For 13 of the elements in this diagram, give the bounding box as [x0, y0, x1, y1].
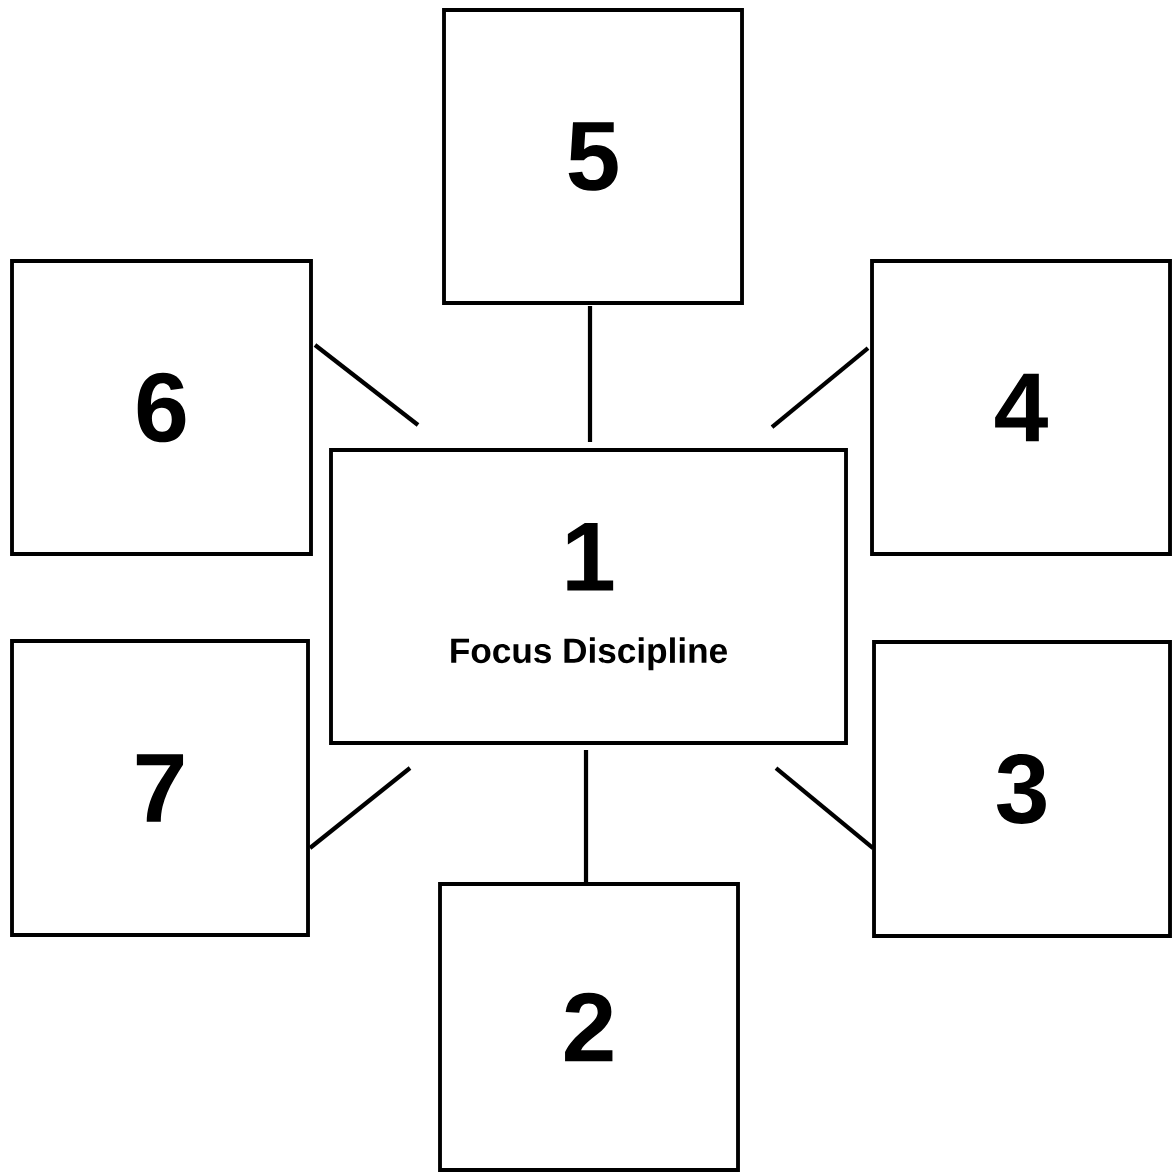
- connector-line: [770, 346, 870, 429]
- numbered-box: 6: [10, 259, 313, 556]
- connector-line: [313, 343, 420, 427]
- connector-line: [308, 766, 412, 850]
- numbered-box: 4: [870, 259, 1172, 556]
- numbered-box: 2: [438, 882, 740, 1172]
- connector-line: [587, 306, 593, 442]
- connector-line: [583, 750, 589, 884]
- numbered-box: 5: [442, 8, 744, 305]
- numbered-box: 3: [872, 640, 1172, 938]
- numbered-box: 1 Focus Discipline: [329, 448, 848, 745]
- connector-line: [774, 766, 875, 850]
- numbered-box: 7: [10, 639, 310, 937]
